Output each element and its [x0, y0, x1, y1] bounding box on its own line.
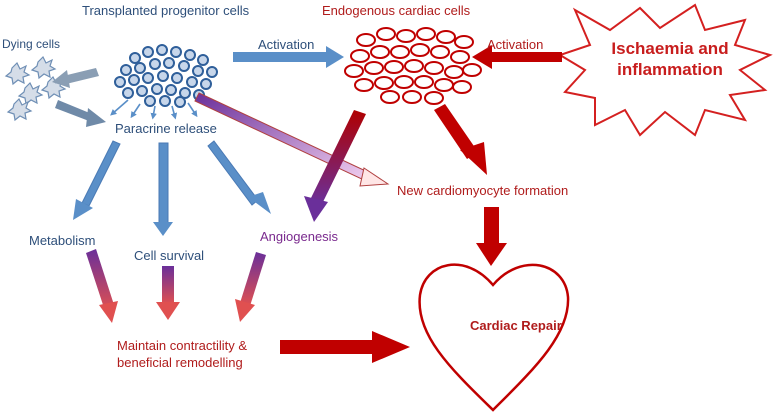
label-activation-right: Activation — [487, 37, 544, 52]
label-ischaemia-line2: inflammation — [617, 60, 723, 80]
label-maintain-line1: Maintain contractility & — [117, 338, 248, 353]
label-cardiac-repair: Cardiac Repair — [470, 318, 562, 333]
label-paracrine-release: Paracrine release — [115, 121, 217, 136]
label-metabolism: Metabolism — [29, 233, 96, 248]
label-ischaemia-inflammation: Ischaemia and inflammation — [600, 38, 740, 81]
arrow-paracrine-to-cell-survival — [153, 142, 173, 236]
label-ischaemia-line1: Ischaemia and — [611, 39, 729, 58]
label-activation-left: Activation — [258, 37, 315, 52]
endogenous-cell-cluster — [344, 27, 482, 105]
arrow-metabolism-to-maintain — [86, 249, 118, 323]
arrow-to-dying-cells — [52, 68, 99, 88]
arrow-paracrine-to-angiogenesis — [207, 140, 271, 214]
arrow-dying-to-paracrine — [55, 100, 106, 127]
label-transplanted-progenitor-cells: Transplanted progenitor cells — [82, 3, 250, 18]
arrow-angiogenesis-to-maintain — [235, 252, 266, 322]
arrow-paracrine-to-metabolism — [73, 140, 121, 220]
arrow-endogenous-to-new-cardiomyocyte — [434, 104, 487, 175]
arrow-endogenous-to-angiogenesis — [304, 110, 366, 222]
heart-shape — [418, 263, 570, 412]
arrow-new-cardiomyocyte-to-heart — [476, 207, 507, 266]
dying-cells-cluster — [4, 55, 67, 122]
activation-arrow-red — [472, 45, 562, 69]
activation-arrow-blue — [233, 46, 344, 68]
label-dying-cells: Dying cells — [2, 37, 61, 51]
label-angiogenesis: Angiogenesis — [260, 229, 339, 244]
arrow-maintain-to-cardiac-repair — [280, 331, 410, 363]
label-maintain-line2: beneficial remodelling — [117, 355, 243, 370]
progenitor-cell-cluster — [114, 44, 218, 108]
label-cell-survival: Cell survival — [134, 248, 205, 263]
arrow-progenitor-to-new-cardiomyocyte — [194, 92, 390, 187]
secretion-arrows — [110, 99, 198, 120]
ischaemia-burst-shape — [557, 3, 773, 137]
arrow-cell-survival-to-maintain — [156, 266, 180, 320]
label-new-cardiomyocyte-formation: New cardiomyocyte formation — [397, 183, 569, 198]
label-endogenous-cardiac-cells: Endogenous cardiac cells — [322, 3, 471, 18]
